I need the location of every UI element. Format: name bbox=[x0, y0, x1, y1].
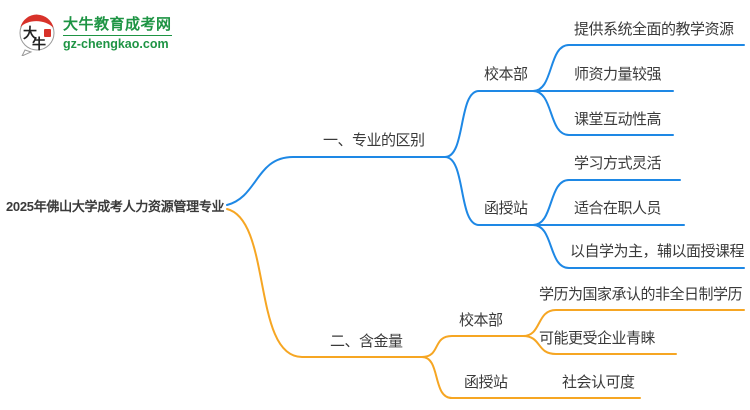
branch1-topic[interactable]: 一、专业的区别 bbox=[323, 132, 425, 149]
red-beret-shape bbox=[20, 14, 54, 28]
connector-xiaobenbu2-to-leaf1 bbox=[522, 309, 745, 337]
icon-char-da: 大 bbox=[23, 25, 37, 42]
leaf-flexible-learning[interactable]: 学习方式灵活 bbox=[574, 155, 662, 172]
logo-text-block: 大牛教育成考网 gz-chengkao.com bbox=[63, 16, 172, 52]
site-logo[interactable]: 大 牛 大牛教育成考网 gz-chengkao.com bbox=[16, 12, 172, 56]
connector-branch2-to-hanshouzhan bbox=[421, 356, 641, 399]
connector-branch1-to-xiaobenbu bbox=[444, 90, 534, 158]
speech-bubble-tail bbox=[21, 49, 33, 56]
icon-char-niu: 牛 bbox=[32, 36, 46, 53]
connector-branch2-to-xiaobenbu bbox=[421, 335, 524, 358]
leaf-strong-faculty[interactable]: 师资力量较强 bbox=[574, 66, 662, 83]
branch1-subtopic-xiaobenbu[interactable]: 校本部 bbox=[484, 66, 528, 83]
connector-xiaobenbu-to-leaf1 bbox=[532, 44, 745, 92]
branch2-subtopic-xiaobenbu[interactable]: 校本部 bbox=[459, 312, 503, 329]
branch2-topic[interactable]: 二、含金量 bbox=[330, 333, 403, 350]
connector-hanshouzhan-to-leaf1 bbox=[532, 179, 681, 226]
logo-title: 大牛教育成考网 bbox=[63, 16, 172, 33]
connector-branch1-to-hanshouzhan bbox=[444, 156, 534, 226]
connector-root-to-branch2 bbox=[226, 208, 423, 358]
connector-xiaobenbu-to-leaf3 bbox=[532, 90, 674, 136]
red-seal-icon bbox=[44, 29, 51, 37]
connector-root-to-branch1 bbox=[226, 156, 446, 206]
leaf-employer-favored[interactable]: 可能更受企业青睐 bbox=[539, 330, 656, 347]
root-topic[interactable]: 2025年佛山大学成考人力资源管理专业 bbox=[6, 199, 225, 214]
leaf-state-recognized[interactable]: 学历为国家承认的非全日制学历 bbox=[539, 286, 743, 303]
leaf-suitable-for-workers[interactable]: 适合在职人员 bbox=[574, 200, 662, 217]
branch2-subtopic-hanshouzhan[interactable]: 函授站 bbox=[464, 374, 508, 391]
leaf-self-study[interactable]: 以自学为主，辅以面授课程 bbox=[570, 243, 745, 260]
connector-hanshouzhan-to-leaf3 bbox=[532, 224, 745, 269]
connector-xiaobenbu2-to-leaf2 bbox=[522, 335, 677, 355]
leaf-teaching-resources[interactable]: 提供系统全面的教学资源 bbox=[574, 21, 734, 38]
daniu-logo-icon: 大 牛 bbox=[19, 14, 55, 56]
leaf-social-recognition[interactable]: 社会认可度 bbox=[562, 374, 635, 391]
logo-domain: gz-chengkao.com bbox=[63, 35, 172, 52]
branch1-subtopic-hanshouzhan[interactable]: 函授站 bbox=[484, 200, 528, 217]
leaf-class-interaction[interactable]: 课堂互动性高 bbox=[574, 111, 662, 128]
